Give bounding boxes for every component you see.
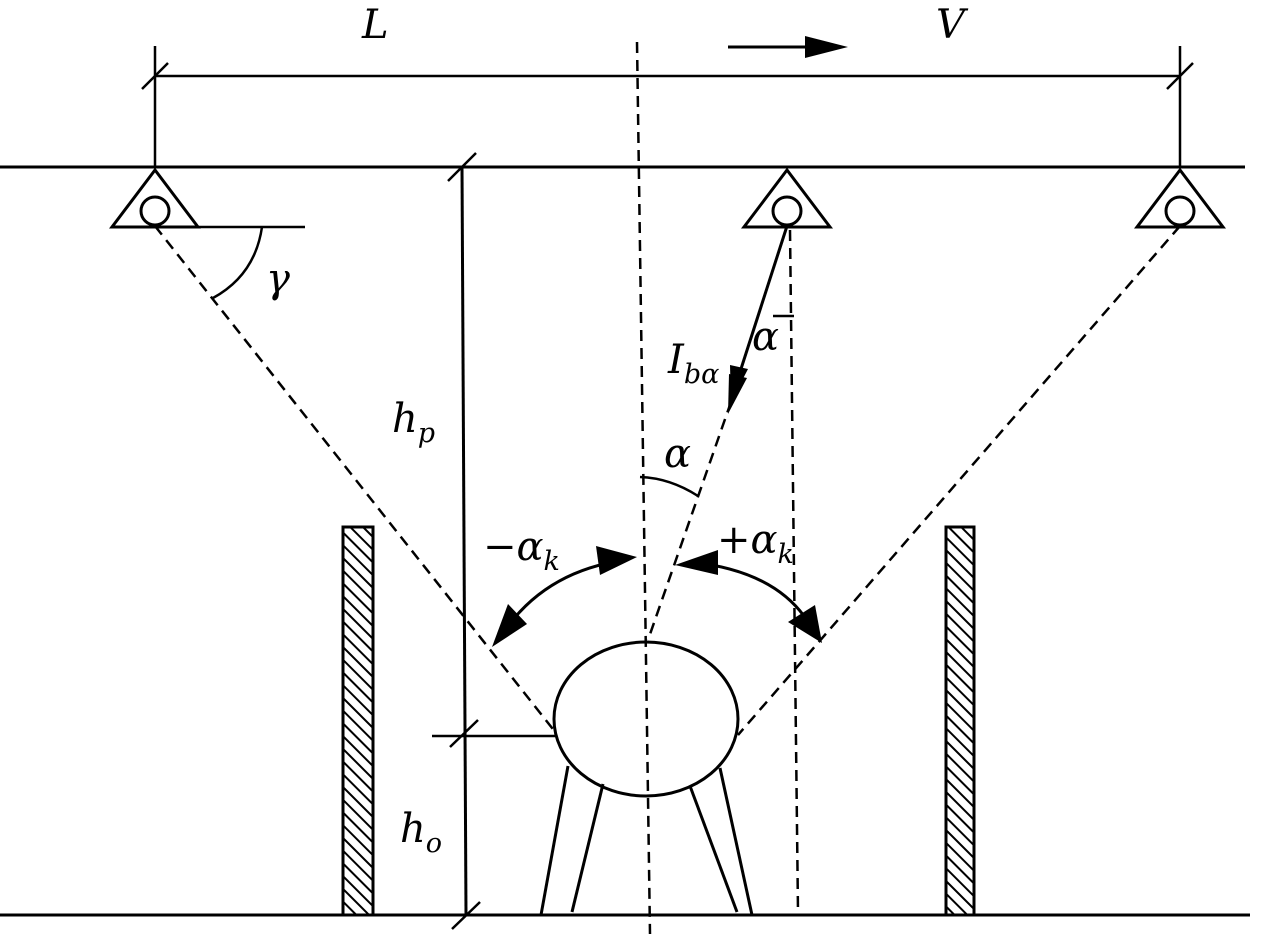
right-wall: [944, 525, 976, 917]
left-wall: [341, 525, 375, 917]
speed-label: V: [936, 2, 969, 48]
span-dimension: [141, 46, 1194, 167]
gamma-arc: [212, 226, 264, 300]
right-ray: [737, 225, 1181, 736]
velocity-arrow: [728, 36, 848, 58]
intensity-label: Ibα: [667, 337, 719, 390]
alpha-top-label: α: [752, 314, 779, 360]
span-label: L: [361, 2, 389, 48]
pos-alpha-k-arc: [675, 550, 822, 643]
alpha-mid-label: α: [664, 431, 691, 477]
alpha-mid-arc: [639, 475, 699, 498]
neg-alpha-k-label: −αk: [483, 524, 560, 577]
neg-alpha-k-arc: [492, 546, 637, 647]
luminaire-middle: [740, 167, 834, 229]
vertical-axis: [635, 41, 652, 934]
gamma-label: γ: [266, 256, 290, 302]
intensity-ray: [646, 225, 789, 641]
pos-alpha-k-label: +αk: [717, 517, 794, 570]
luminaire-right: [1133, 167, 1227, 229]
luminaire-left: [108, 167, 305, 229]
hp-label: hp: [392, 396, 435, 449]
ho-label: ho: [400, 806, 442, 859]
height-dimension: [432, 152, 556, 930]
vehicle: [539, 640, 754, 916]
luminaire-vertical: [788, 229, 800, 913]
